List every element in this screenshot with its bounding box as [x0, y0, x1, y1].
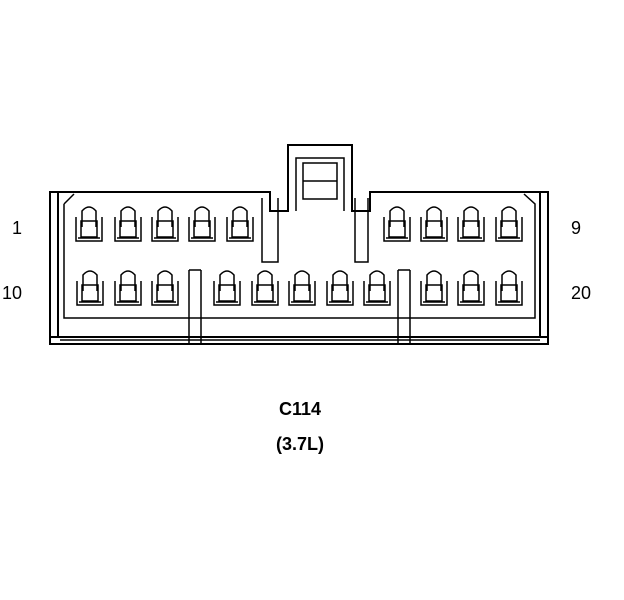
terminal-bottom-1: [76, 270, 104, 306]
connector-name: C114: [278, 399, 322, 419]
terminal-bottom-8: [363, 270, 391, 306]
terminal-top-1: [75, 206, 103, 242]
terminal-bottom-4: [213, 270, 241, 306]
terminal-top-6: [383, 206, 411, 242]
terminal-bottom-2: [114, 270, 142, 306]
pin-label-bottom-left: 10: [2, 283, 23, 303]
connector-inner-border: [63, 193, 536, 319]
latch-inner: [295, 157, 345, 211]
terminal-top-3: [151, 206, 179, 242]
terminal-bottom-3: [151, 270, 179, 306]
terminal-top-5: [226, 206, 254, 242]
divider-post-left: [188, 269, 202, 344]
keyway: [261, 198, 279, 263]
terminal-bottom-9: [420, 270, 448, 306]
terminal-bottom-11: [495, 270, 523, 306]
pin-label-bottom-right: 20: [571, 283, 592, 303]
terminal-top-7: [420, 206, 448, 242]
connector-variant: (3.7L): [275, 434, 324, 454]
terminal-top-9: [495, 206, 523, 242]
terminal-top-8: [457, 206, 485, 242]
keyway-right: [354, 198, 369, 263]
terminal-bottom-6: [288, 270, 316, 306]
terminal-bottom-5: [251, 270, 279, 306]
pin-label-top-right: 9: [571, 218, 582, 238]
terminal-bottom-10: [457, 270, 485, 306]
pin-label-top-left: 1: [12, 218, 23, 238]
terminal-top-2: [114, 206, 142, 242]
divider-post-right: [397, 269, 411, 344]
terminal-bottom-7: [326, 270, 354, 306]
terminal-top-4: [188, 206, 216, 242]
base-rail: [49, 337, 549, 345]
terminal-cavities: [75, 206, 523, 306]
